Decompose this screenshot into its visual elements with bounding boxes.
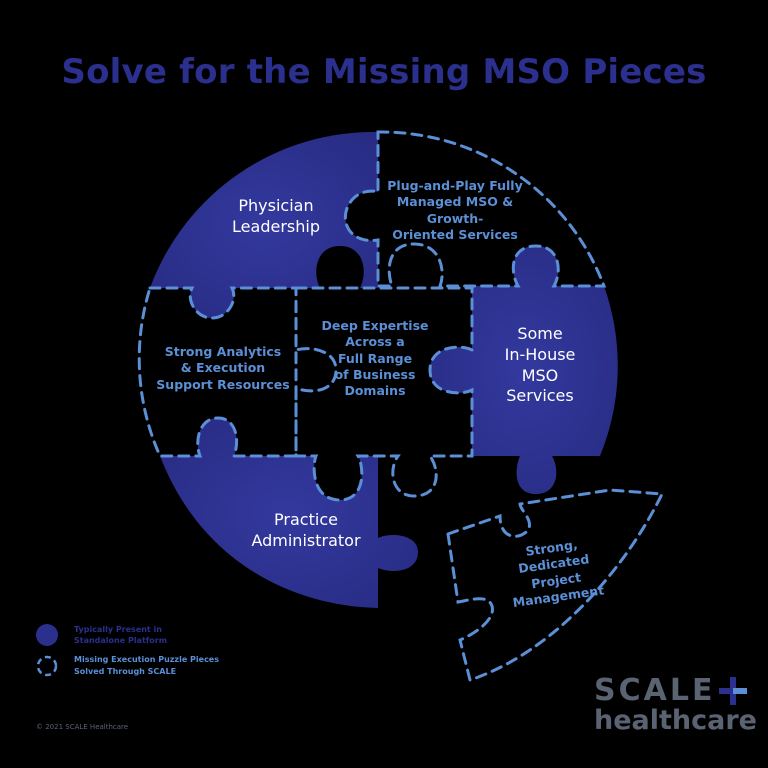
solid-circle-icon	[36, 624, 58, 647]
outline-project-management	[446, 488, 665, 682]
label-plug-and-play: Plug-and-Play Fully Managed MSO & Growth…	[387, 178, 523, 242]
outline-deep-expertise	[294, 286, 474, 502]
page-title: Solve for the Missing MSO Pieces	[61, 52, 707, 92]
plus-icon	[719, 677, 748, 705]
label-physician-leadership: Physician Leadership	[232, 196, 320, 236]
label-strong-analytics: Strong Analytics & Execution Support Res…	[156, 344, 290, 392]
piece-physician-leadership	[150, 131, 378, 318]
label-deep-expertise: Deep Expertise Across a Full Range of Bu…	[321, 318, 429, 398]
legend-item-missing: Missing Execution Puzzle Pieces Solved T…	[36, 654, 219, 676]
piece-in-house-mso	[430, 246, 618, 494]
piece-practice-administrator	[160, 418, 418, 608]
outline-plug-and-play	[343, 130, 607, 288]
label-practice-administrator: Practice Administrator	[251, 510, 361, 550]
legend-item-present: Typically Present in Standalone Platform	[36, 624, 219, 647]
outline-strong-analytics	[137, 286, 338, 458]
copyright: © 2021 SCALE Healthcare	[36, 723, 129, 731]
scale-healthcare-logo: SCALE healthcare	[594, 673, 757, 736]
legend: Typically Present in Standalone Platform…	[36, 624, 219, 685]
dashed-circle-icon	[36, 655, 58, 676]
label-in-house-mso: Some In-House MSO Services	[504, 324, 576, 406]
